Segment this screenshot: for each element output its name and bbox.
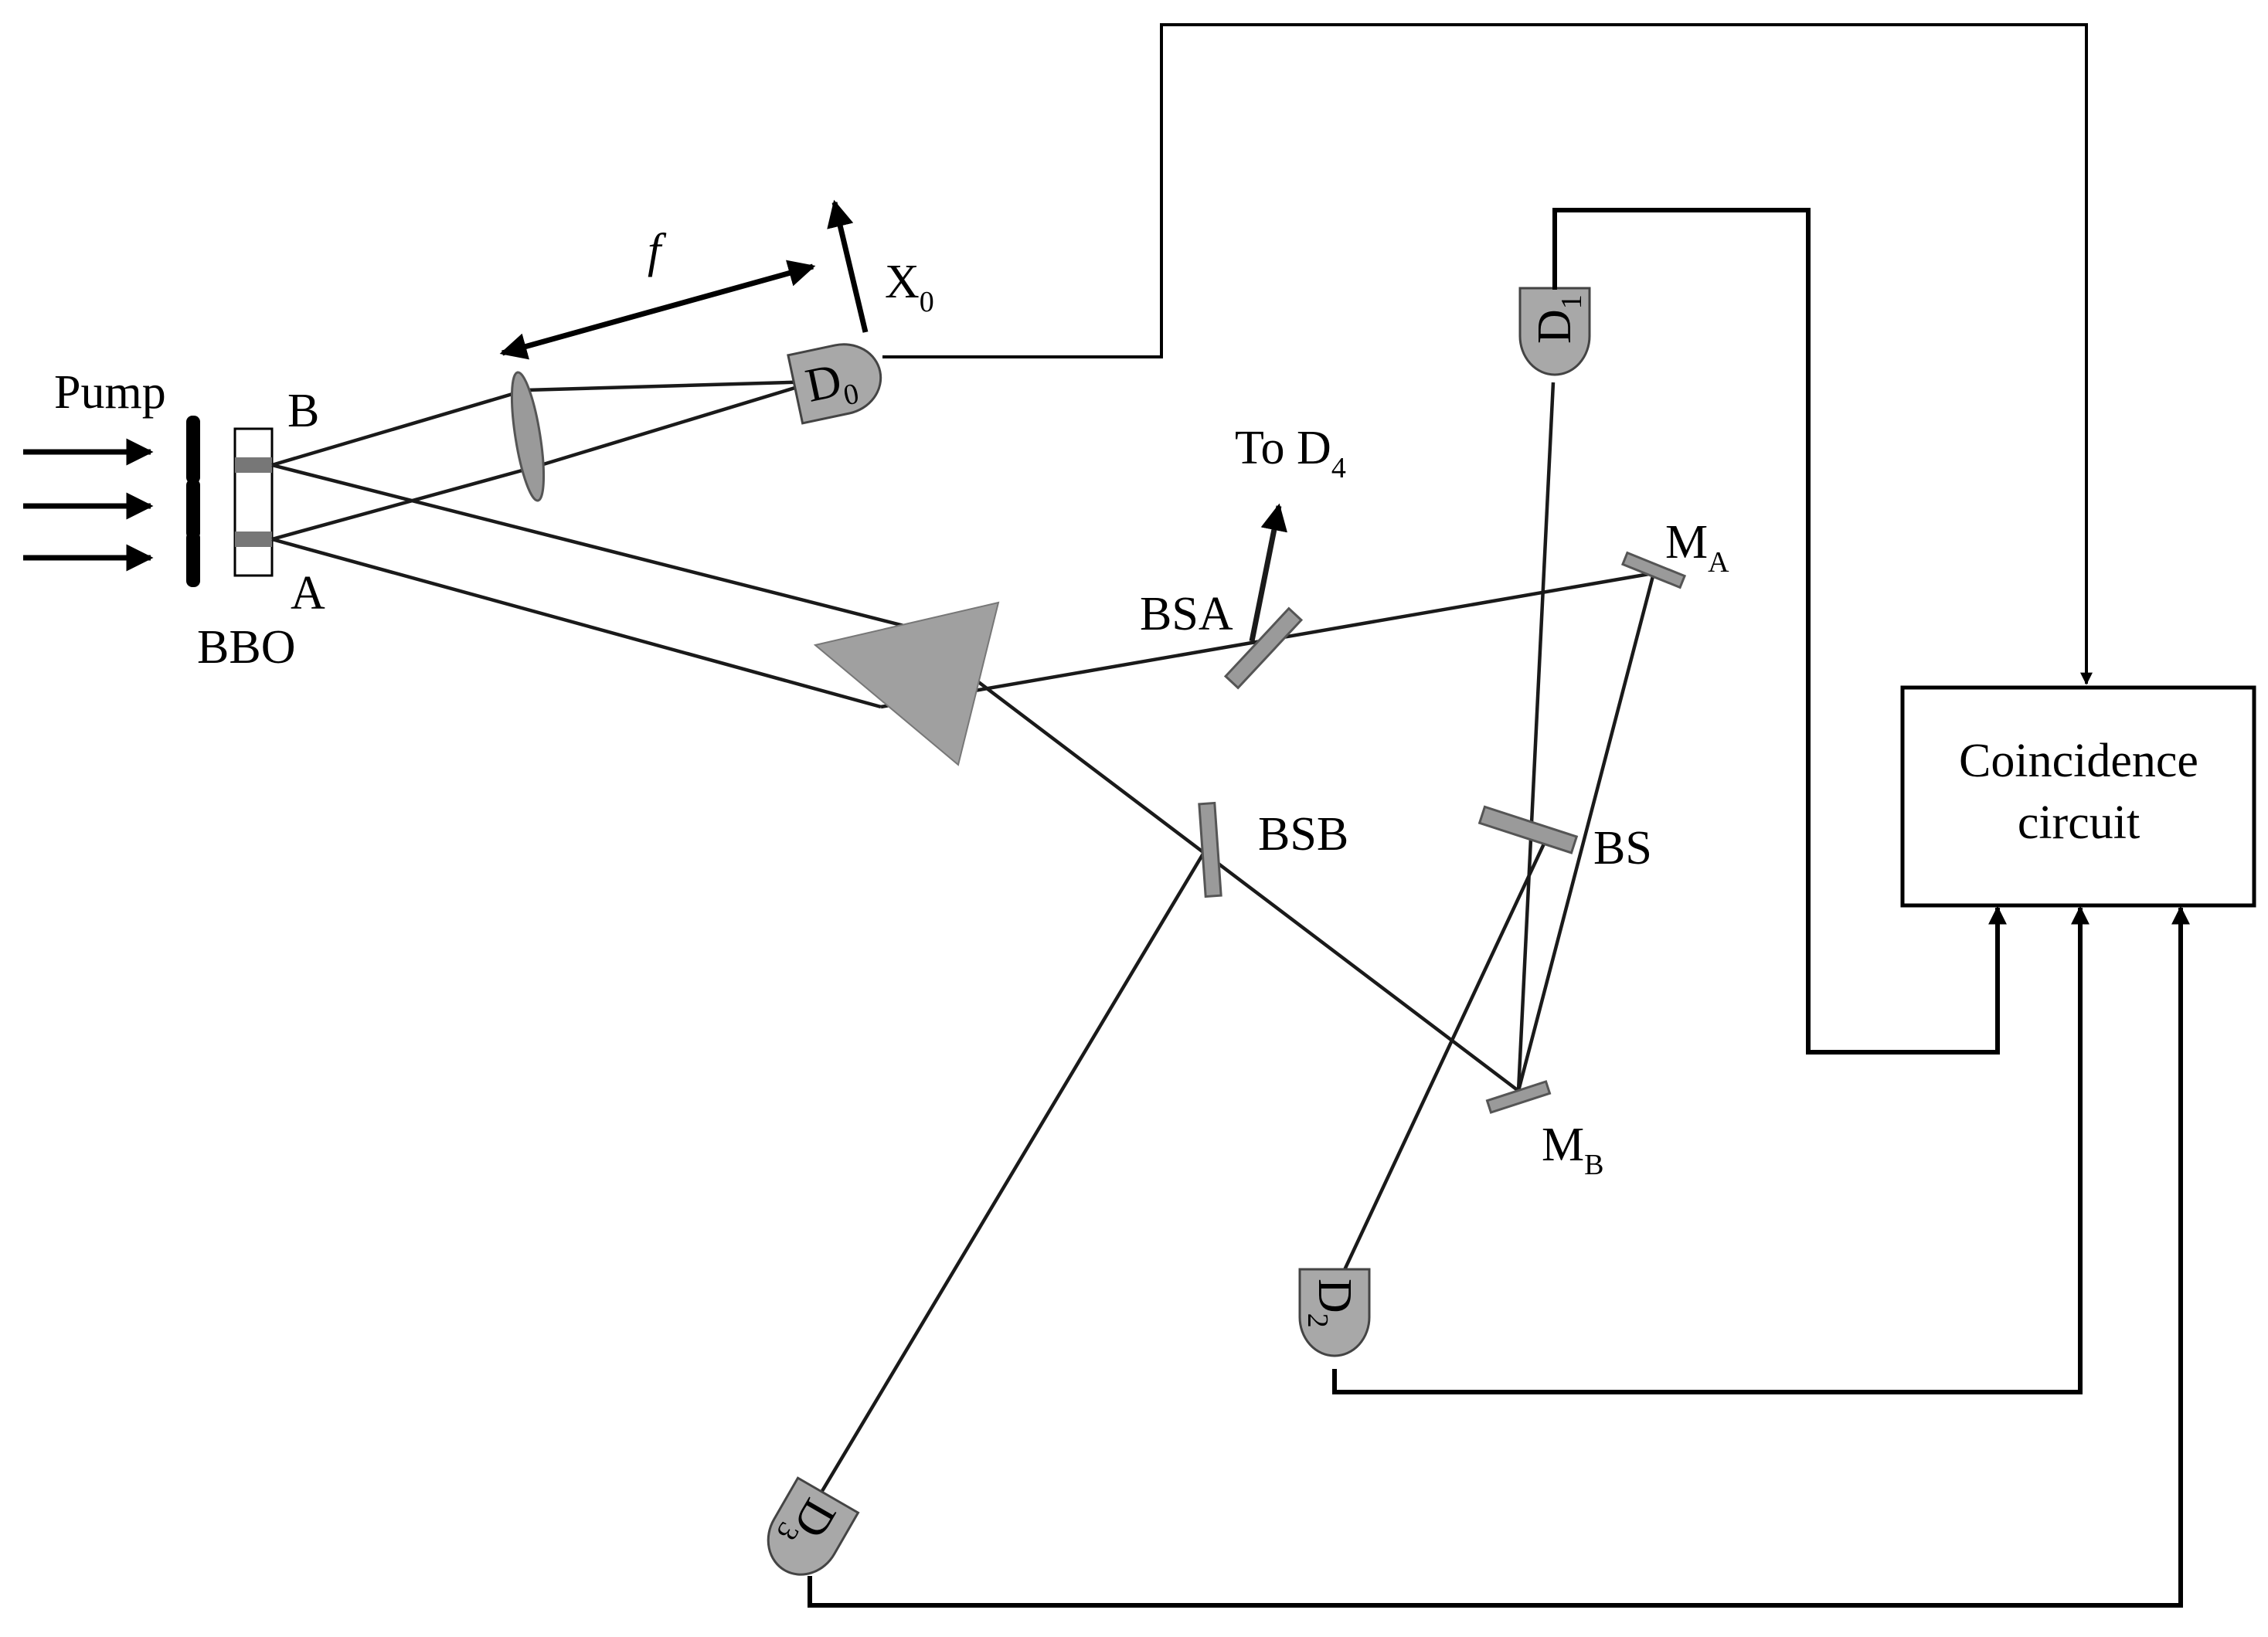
coincidence-line2: circuit (2018, 796, 2140, 849)
bbo-crystal (233, 427, 274, 577)
glan-thompson-prism (813, 601, 1000, 766)
focal-length-arrow (499, 260, 816, 360)
coincidence-circuit-box (1900, 685, 2256, 908)
x0-scan-arrow (827, 199, 869, 333)
to-d4-label: To D4 (1235, 422, 1346, 484)
svg-text:D1: D1 (1528, 294, 1588, 344)
mirror-ma (1620, 551, 1687, 589)
beam-paths (271, 379, 1656, 1504)
slit-b-label: B (287, 385, 319, 437)
bsa-label: BSA (1140, 588, 1233, 640)
detector-d2: D2 (1298, 1268, 1371, 1357)
mirror-mb (1485, 1080, 1552, 1114)
bsb-label: BSB (1258, 808, 1348, 861)
beam-splitter-bsa (1223, 606, 1304, 690)
detector-d3: D3 (767, 1476, 860, 1576)
svg-text:D2: D2 (1301, 1279, 1361, 1328)
wire-d1 (1552, 208, 2007, 1055)
wire-d2 (1332, 905, 2089, 1394)
pump-label: Pump (54, 366, 166, 419)
x0-label: X0 (885, 256, 934, 318)
signal-wires (808, 23, 2190, 1608)
beam-splitter-bs (1477, 805, 1579, 854)
bbo-label: BBO (197, 621, 295, 674)
detector-d1: D1 (1518, 287, 1591, 376)
lens (510, 371, 546, 502)
double-slit-mask (186, 416, 200, 587)
ma-label: MA (1665, 516, 1729, 579)
bs-label: BS (1593, 822, 1652, 875)
coincidence-line1: Coincidence (1959, 735, 2198, 787)
beam-splitter-bsb (1198, 801, 1222, 898)
bbo-region-b (235, 457, 272, 473)
slit-a-label: A (291, 567, 325, 620)
pump-arrows (23, 438, 154, 572)
detector-d0: D0 (787, 343, 882, 425)
focal-length-label: f (648, 225, 667, 277)
mb-label: MB (1542, 1119, 1604, 1181)
wire-d3 (808, 905, 2190, 1608)
bbo-region-a (235, 532, 272, 547)
wire-d0 (882, 23, 2093, 685)
